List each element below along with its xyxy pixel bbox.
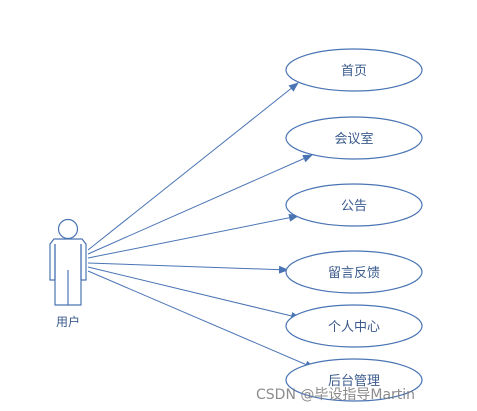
- use-case-0[interactable]: 首页: [285, 48, 423, 92]
- use-case-label: 后台管理: [328, 374, 380, 389]
- use-case-ellipse: [285, 48, 423, 92]
- use-case-3[interactable]: 留言反馈: [285, 250, 423, 294]
- watermark: CSDN @毕设指导Martin: [256, 387, 416, 403]
- actor-label: 用户: [56, 314, 80, 329]
- association-arrow-1: [87, 154, 313, 255]
- use-case-5[interactable]: 后台管理: [285, 358, 423, 402]
- association-arrow-0: [87, 82, 299, 251]
- use-case-label: 公告: [341, 199, 367, 214]
- association-arrow-5: [87, 270, 315, 369]
- use-case-label: 会议室: [334, 131, 373, 147]
- use-case-label: 首页: [341, 64, 367, 79]
- associations: [87, 82, 315, 369]
- use-case-ellipse: [285, 304, 423, 348]
- use-case-ellipse: [285, 183, 423, 227]
- association-arrow-2: [87, 213, 299, 259]
- use-case-label: 留言反馈: [328, 266, 380, 281]
- use-case-label: 个人中心: [328, 320, 380, 335]
- use-case-ellipse: [285, 358, 423, 402]
- association-arrow-3: [87, 262, 289, 274]
- actor-user[interactable]: 用户: [49, 218, 87, 330]
- use-case-ellipse: [285, 116, 423, 160]
- use-case-ellipse: [285, 250, 423, 294]
- association-arrow-4: [87, 266, 301, 320]
- use-case-2[interactable]: 公告: [285, 183, 423, 227]
- actor-head: [57, 218, 79, 240]
- use-case-4[interactable]: 个人中心: [285, 304, 423, 348]
- use-case-1[interactable]: 会议室: [285, 116, 423, 160]
